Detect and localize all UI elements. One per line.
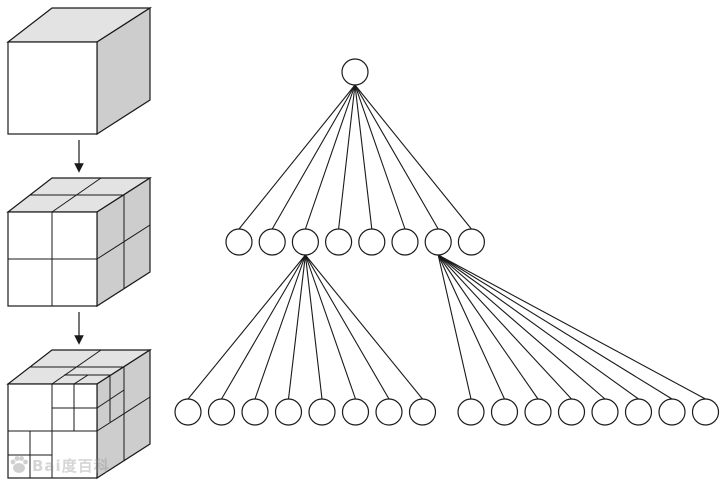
tree-edge-root-3 [338, 84, 356, 230]
tree-level2-node [207, 398, 236, 426]
tree-edge-6-2 [437, 254, 539, 400]
tree-level2-node [557, 398, 586, 426]
tree-level2-node [408, 398, 437, 426]
tree-edge-2-7 [304, 254, 423, 400]
tree-edge-6-1 [437, 254, 505, 400]
tree-level1-node [391, 228, 419, 256]
tree-level2-node [524, 398, 552, 426]
tree-edge-root-7 [354, 84, 472, 230]
cube-2-split-top-b [51, 177, 102, 213]
cube-3-sub-a-top-2 [73, 374, 89, 385]
tree-level2-node [274, 398, 303, 426]
tree-level2-node [341, 398, 370, 426]
cube-level-2 [6, 176, 153, 308]
tree-edge-2-0 [187, 254, 306, 400]
tree-edge-2-4 [304, 254, 323, 400]
tree-level2-node [490, 398, 519, 426]
tree-level2-node [591, 398, 619, 426]
cube-2-split-side-h [96, 224, 151, 260]
tree-level2-node [241, 398, 269, 426]
tree-edge-root-0 [238, 84, 356, 230]
tree-edge-2-6 [304, 254, 390, 400]
tree-level2-node [691, 398, 720, 426]
tree-edge-root-1 [271, 84, 356, 230]
tree-level2-node [308, 398, 336, 426]
cube-1-front-face [7, 41, 98, 135]
tree-edge-6-0 [437, 254, 472, 400]
tree-nodes [174, 58, 720, 426]
tree-level1-node [424, 228, 452, 256]
tree-level2-node [174, 398, 202, 426]
paw-icon [10, 456, 28, 473]
tree-level2-node [658, 398, 686, 426]
tree-edge-6-4 [437, 254, 606, 400]
tree-level1-node [358, 228, 386, 256]
watermark-text: Bai度百科 [32, 456, 110, 475]
tree-edge-6-3 [437, 254, 572, 400]
tree-edge-6-6 [437, 254, 673, 400]
tree-level2-node [624, 398, 653, 426]
cube-level-3 [6, 348, 153, 480]
tree-edge-root-6 [354, 84, 439, 230]
cube-level-1 [6, 6, 153, 136]
tree-edge-2-5 [304, 254, 357, 400]
cube-3-split-top-b [51, 349, 102, 385]
tree-edge-6-5 [437, 254, 639, 400]
cube-3-split-side-h [96, 396, 151, 432]
watermark: Bai度百科 [8, 452, 110, 478]
tree-edge-6-7 [437, 254, 706, 400]
tree-edge-root-5 [354, 84, 406, 230]
tree-edge-2-2 [254, 254, 306, 400]
tree-edge-root-4 [354, 84, 373, 230]
tree-level1-node [457, 228, 485, 256]
tree-level2-node [457, 398, 485, 426]
tree-level1-node [225, 228, 253, 256]
tree-level1-node [325, 228, 353, 256]
tree-level1-node [291, 228, 319, 256]
tree-level1-node [258, 228, 286, 256]
tree-edge-2-1 [221, 254, 306, 400]
cube-3-sub-a-side-h [96, 389, 125, 409]
tree-root-node [341, 58, 369, 86]
tree-edge-root-2 [304, 84, 356, 230]
tree-edge-2-3 [287, 254, 306, 400]
tree-level2-node [375, 398, 403, 426]
tree-edges [187, 84, 706, 400]
